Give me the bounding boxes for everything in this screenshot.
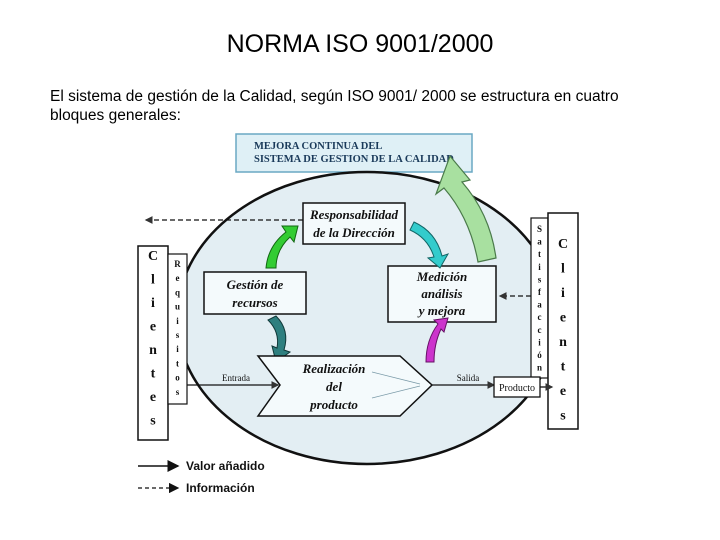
requisitos-letter: e [176, 273, 180, 283]
requisitos-letter: u [175, 302, 180, 312]
satisfaccion-letter: f [538, 287, 542, 297]
requisitos-letter: s [176, 387, 180, 397]
clientes-left-letter: C [148, 249, 158, 264]
clientes-right-letter: l [561, 262, 565, 277]
clientes-left-letter: e [150, 320, 156, 335]
entrada-label: Entrada [222, 373, 250, 383]
satisfaccion-letter: i [538, 337, 541, 347]
requisitos-letter: q [175, 287, 180, 297]
recursos-line-1: Gestión de [227, 277, 284, 292]
mejora-line-2: SISTEMA DE GESTION DE LA CALIDAD [254, 154, 454, 165]
realizacion-line-1: Realización [302, 361, 366, 376]
recursos-box: Gestión de recursos [203, 271, 307, 315]
intro-line-1: El sistema de gestión de la Calidad, seg… [50, 88, 619, 105]
clientes-right-letter: e [560, 311, 566, 326]
green-cycle-arrow [265, 225, 299, 269]
clientes-right-letter: t [561, 360, 566, 375]
intro-text: El sistema de gestión de la Calidad, seg… [50, 87, 670, 125]
producto-label: Producto [499, 383, 535, 394]
requisitos-letter: s [176, 330, 180, 340]
clientes-left-letter: l [151, 273, 155, 288]
responsabilidad-box: Responsabilidad de la Dirección [302, 202, 406, 245]
clientes-left-letter: e [150, 390, 156, 405]
satisfaccion-letter: s [538, 274, 542, 284]
realizacion-line-3: producto [309, 397, 358, 412]
clientes-right-letter: n [559, 335, 567, 350]
clientes-left-letter: n [149, 343, 157, 358]
legend: Valor añadido Información [138, 459, 265, 495]
clientes-right-letter: s [560, 409, 566, 424]
realizacion-arrow: Realización del producto [256, 355, 434, 417]
mejora-line-1: MEJORA CONTINUA DEL [254, 141, 382, 152]
legend-info-label: Información [186, 481, 255, 495]
clientes-left-letter: t [151, 367, 156, 382]
legend-valor-label: Valor añadido [186, 459, 265, 473]
page-title: NORMA ISO 9001/2000 [226, 30, 494, 58]
medicion-line-2: análisis [421, 286, 462, 301]
requisitos-letter: i [176, 316, 179, 326]
teal-cycle-arrow [267, 315, 292, 363]
clientes-right-letter: i [561, 286, 565, 301]
responsabilidad-line-1: Responsabilidad [309, 207, 399, 222]
requisitos-letter: R [174, 259, 181, 269]
requisitos-letter: t [176, 358, 179, 368]
satisfaccion-letter: ó [537, 350, 542, 360]
recursos-line-2: recursos [232, 295, 278, 310]
requisitos-letter: o [175, 373, 180, 383]
requisitos-column [167, 253, 188, 405]
salida-label: Salida [457, 373, 480, 383]
medicion-line-1: Medición [416, 269, 468, 284]
producto-box: Producto [493, 376, 541, 398]
satisfaccion-letter: t [538, 249, 541, 259]
intro-line-2: bloques generales: [50, 107, 181, 124]
satisfaccion-letter: i [538, 262, 541, 272]
clientes-right-column [547, 212, 579, 430]
clientes-right-letter: e [560, 384, 566, 399]
realizacion-line-2: del [326, 379, 342, 394]
satisfaccion-letter: n [537, 363, 542, 373]
medicion-box: Medición análisis y mejora [387, 265, 497, 323]
mejora-continua-box: MEJORA CONTINUA DEL SISTEMA DE GESTION D… [235, 133, 473, 173]
satisfaccion-letter: S [537, 224, 542, 234]
mejora-continua-arrow [434, 154, 497, 263]
medicion-line-3: y mejora [417, 303, 466, 318]
satisfaccion-letter: c [538, 312, 542, 322]
requisitos-letter: i [176, 344, 179, 354]
satisfaccion-letter: a [537, 300, 542, 310]
clientes-right-letter: C [558, 237, 568, 252]
satisfaccion-letter: c [538, 325, 542, 335]
cyan-cycle-arrow [409, 221, 450, 269]
responsabilidad-line-2: de la Dirección [313, 225, 395, 240]
clientes-left-letter: s [150, 414, 156, 429]
magenta-cycle-arrow [425, 317, 449, 363]
satisfaccion-letter: a [537, 237, 542, 247]
clientes-left-letter: i [151, 296, 155, 311]
